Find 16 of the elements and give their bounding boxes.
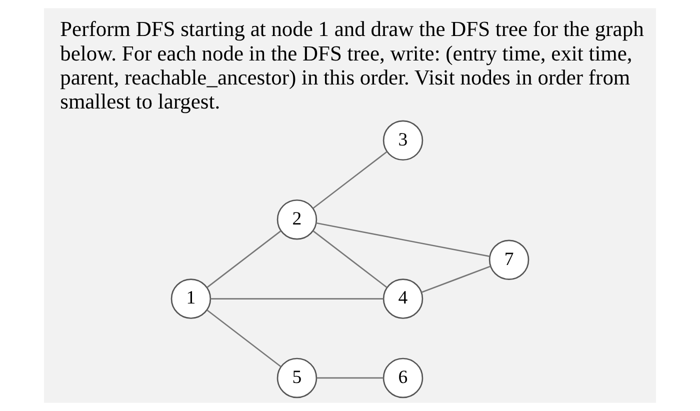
connector <box>316 222 490 257</box>
node-circle: 1 <box>170 278 212 319</box>
node-circle: 6 <box>382 358 424 398</box>
connector <box>312 151 388 209</box>
connector <box>206 310 282 368</box>
node-circle: 4 <box>382 278 424 319</box>
node-circle: 5 <box>276 358 318 398</box>
node-circle: 2 <box>276 199 318 240</box>
connector <box>316 377 384 379</box>
connector <box>206 230 282 288</box>
connector <box>210 298 384 300</box>
connector <box>421 266 491 293</box>
node-circle: 3 <box>382 120 424 161</box>
diagram-title: Perform DFS starting at node 1 and draw the DFS tree for the graph below. For each node in the DFS tree, write: (entry time, exit time, parent, reachable_ancestor) in this order. Visit nodes in order from smallest to largest. <box>60 17 644 114</box>
connector <box>312 230 388 288</box>
node-circle: 7 <box>488 240 530 280</box>
